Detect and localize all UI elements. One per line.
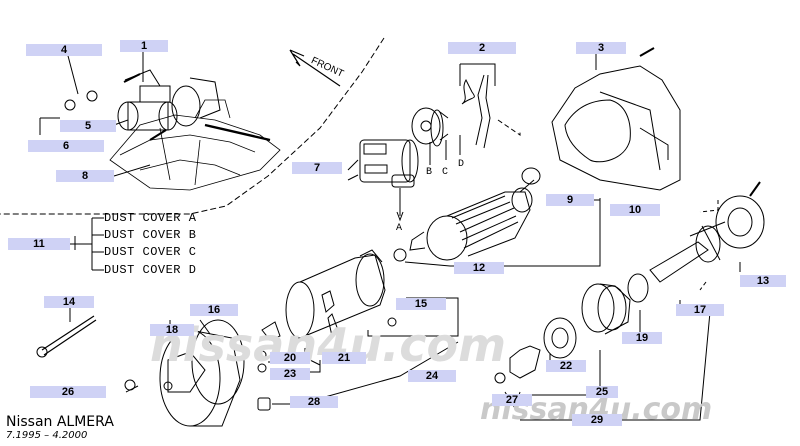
callout-29[interactable]: 29 [572, 414, 622, 426]
letter-c: C [442, 167, 449, 178]
brand-period: 7.1995 – 4.2000 [6, 430, 88, 441]
gear-housing [551, 65, 681, 191]
armature [409, 167, 541, 261]
callout-22[interactable]: 22 [546, 360, 586, 372]
washer-12 [393, 248, 407, 262]
brand-title: Nissan ALMERA [6, 414, 114, 430]
dust-cover-b: DUST COVER B [104, 228, 197, 242]
washer-4b [86, 90, 98, 102]
callout-23[interactable]: 23 [270, 368, 310, 380]
callout-14[interactable]: 14 [44, 296, 94, 308]
callout-8[interactable]: 8 [56, 170, 114, 182]
letter-d: D [458, 159, 465, 170]
spring-27 [509, 345, 541, 379]
shift-lever [459, 63, 496, 149]
starter-small [117, 69, 221, 131]
section-divider [0, 37, 385, 215]
pinion-shaft [649, 221, 726, 283]
front-arrow [289, 49, 341, 87]
callout-13[interactable]: 13 [740, 275, 786, 287]
callout-10[interactable]: 10 [610, 204, 660, 216]
callout-5[interactable]: 5 [60, 120, 116, 132]
callout-12[interactable]: 12 [454, 262, 504, 274]
callout-1[interactable]: 1 [120, 40, 168, 52]
solenoid [347, 107, 449, 188]
callout-21[interactable]: 21 [322, 352, 366, 364]
bolt-4 [149, 129, 167, 141]
brush-20 [261, 321, 281, 341]
callout-3[interactable]: 3 [576, 42, 626, 54]
dust-cover-d: DUST COVER D [104, 263, 197, 277]
bearing-22 [543, 317, 577, 359]
callout-18[interactable]: 18 [150, 324, 194, 336]
callout-25[interactable]: 25 [586, 386, 618, 398]
clutch-gear [581, 283, 631, 335]
washer-4a [64, 99, 76, 111]
engine-bay-sketch [109, 99, 281, 191]
brush-plate [191, 319, 245, 405]
letter-a: A [396, 223, 403, 234]
callout-19[interactable]: 19 [622, 332, 662, 344]
bolt-1 [123, 73, 141, 83]
callout-27[interactable]: 27 [492, 394, 532, 406]
callout-7[interactable]: 7 [292, 162, 342, 174]
callout-24[interactable]: 24 [408, 370, 456, 382]
callout-20[interactable]: 20 [270, 352, 310, 364]
callout-15[interactable]: 15 [396, 298, 446, 310]
dust-cover-c: DUST COVER C [104, 245, 197, 259]
end-bearing [715, 195, 765, 249]
dust-cover-a: DUST COVER A [104, 211, 197, 225]
callout-9[interactable]: 9 [546, 194, 594, 206]
through-bolt [41, 315, 97, 356]
yoke [285, 249, 386, 339]
callout-4[interactable]: 4 [26, 44, 102, 56]
callout-11[interactable]: 11 [8, 238, 70, 250]
letter-b: B [426, 167, 433, 178]
callout-2[interactable]: 2 [448, 42, 516, 54]
callout-17[interactable]: 17 [676, 304, 724, 316]
callout-6[interactable]: 6 [28, 140, 104, 152]
ring-19 [627, 273, 649, 303]
callout-28[interactable]: 28 [290, 396, 338, 408]
callout-16[interactable]: 16 [190, 304, 238, 316]
callout-26[interactable]: 26 [30, 386, 106, 398]
